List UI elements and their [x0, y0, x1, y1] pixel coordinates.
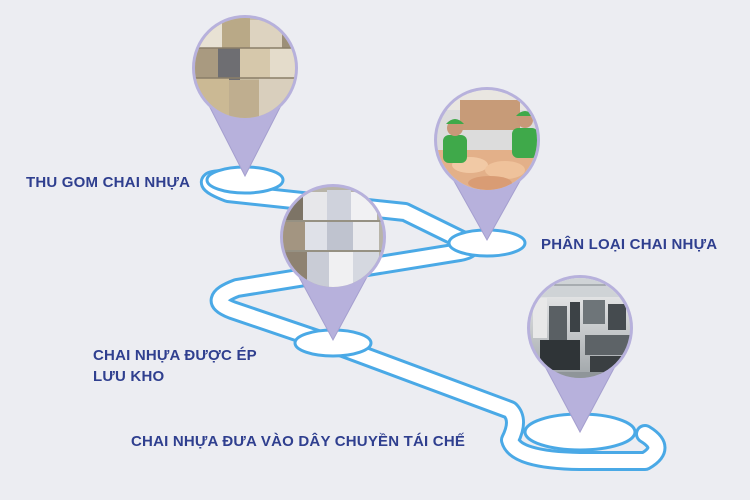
map-pin-step-4 [527, 275, 633, 434]
step-3-label-line-2: LƯU KHO [93, 368, 165, 385]
photo-recycling-line [530, 278, 630, 378]
map-pin-step-2 [434, 87, 540, 242]
step-3-label-line-1: CHAI NHỰA ĐƯỢC ÉP [93, 347, 257, 364]
step-2-label: PHÂN LOẠI CHAI NHỰA [541, 234, 717, 255]
step-3-label: CHAI NHỰA ĐƯỢC ÉP LƯU KHO [93, 345, 257, 387]
step-1-label: THU GOM CHAI NHỰA [26, 172, 190, 193]
step-4-label-line-1: CHAI NHỰA ĐƯA VÀO DÂY CHUYỀN TÁI CHẾ [131, 433, 466, 450]
step-4-label: CHAI NHỰA ĐƯA VÀO DÂY CHUYỀN TÁI CHẾ [131, 431, 465, 452]
photo-sorting-workers [437, 90, 537, 190]
step-2-label-line-1: PHÂN LOẠI CHAI NHỰA [541, 236, 718, 253]
map-pin-step-3 [280, 184, 386, 342]
photo-pressed-bales [283, 187, 383, 287]
step-1-label-line-1: THU GOM CHAI NHỰA [26, 174, 191, 191]
map-pin-step-1 [192, 15, 298, 178]
